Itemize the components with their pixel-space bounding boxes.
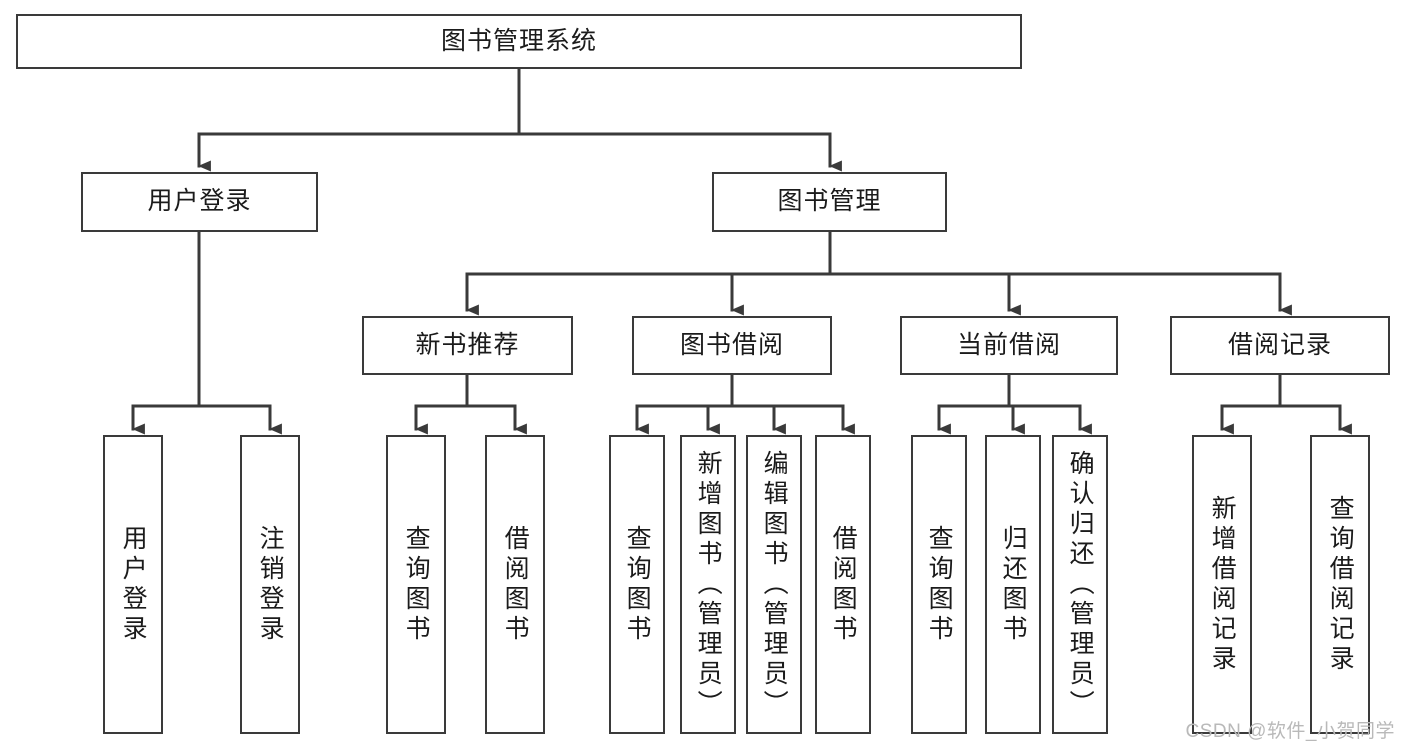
node-book-borrow[interactable]: 图书借阅 (632, 316, 832, 375)
node-leaf-edit-book-admin-label: 编辑图书（管理员） (760, 449, 789, 720)
edge-group-new-book-rec (414, 373, 527, 435)
edge-group-user-login (131, 230, 282, 435)
node-new-book-rec-label: 新书推荐 (415, 330, 520, 359)
node-leaf-query-borrow-record-label: 查询借阅记录 (1326, 494, 1355, 675)
node-leaf-add-borrow-record[interactable]: 新增借阅记录 (1192, 435, 1252, 734)
node-leaf-confirm-return-admin[interactable]: 确认归还（管理员） (1052, 435, 1108, 734)
node-leaf-borrow-book-rec[interactable]: 借阅图书 (485, 435, 545, 734)
node-leaf-query-borrow-record[interactable]: 查询借阅记录 (1310, 435, 1370, 734)
node-leaf-query-book-cur-label: 查询图书 (925, 524, 954, 645)
node-root-label: 图书管理系统 (440, 26, 597, 55)
edge-group-book-manage (465, 230, 1292, 316)
node-leaf-query-book-rec-label: 查询图书 (402, 524, 431, 645)
node-new-book-rec[interactable]: 新书推荐 (362, 316, 573, 375)
edge-group-book-borrow (635, 373, 855, 435)
node-leaf-add-book-admin-label: 新增图书（管理员） (694, 449, 723, 720)
node-leaf-borrow-book-label: 借阅图书 (829, 524, 858, 645)
node-borrow-record[interactable]: 借阅记录 (1170, 316, 1390, 375)
node-leaf-user-login[interactable]: 用户登录 (103, 435, 163, 734)
node-leaf-return-book-label: 归还图书 (999, 524, 1028, 645)
node-leaf-query-book-borrow-label: 查询图书 (623, 524, 652, 645)
node-leaf-add-borrow-record-label: 新增借阅记录 (1208, 494, 1237, 675)
node-current-borrow[interactable]: 当前借阅 (900, 316, 1118, 375)
node-user-login[interactable]: 用户登录 (81, 172, 318, 232)
node-leaf-add-book-admin[interactable]: 新增图书（管理员） (680, 435, 736, 734)
edge-group-root (197, 67, 842, 172)
node-leaf-query-book-rec[interactable]: 查询图书 (386, 435, 446, 734)
edge-group-current-borrow (937, 373, 1092, 435)
node-leaf-user-login-label: 用户登录 (119, 524, 148, 645)
node-leaf-edit-book-admin[interactable]: 编辑图书（管理员） (746, 435, 802, 734)
node-book-manage[interactable]: 图书管理 (712, 172, 947, 232)
node-leaf-return-book[interactable]: 归还图书 (985, 435, 1041, 734)
node-leaf-query-book-cur[interactable]: 查询图书 (911, 435, 967, 734)
node-root[interactable]: 图书管理系统 (16, 14, 1022, 69)
node-book-manage-label: 图书管理 (777, 187, 882, 216)
node-leaf-borrow-book-rec-label: 借阅图书 (501, 524, 530, 645)
node-leaf-user-logout-label: 注销登录 (256, 524, 285, 645)
edge-group-borrow-record (1220, 373, 1352, 435)
node-book-borrow-label: 图书借阅 (679, 330, 784, 359)
watermark-text: CSDN @软件_小贺同学 (1185, 721, 1395, 742)
node-user-login-label: 用户登录 (147, 187, 252, 216)
node-borrow-record-label: 借阅记录 (1227, 330, 1332, 359)
node-current-borrow-label: 当前借阅 (956, 330, 1061, 359)
node-leaf-query-book-borrow[interactable]: 查询图书 (609, 435, 665, 734)
node-leaf-confirm-return-admin-label: 确认归还（管理员） (1066, 449, 1095, 720)
node-leaf-user-logout[interactable]: 注销登录 (240, 435, 300, 734)
node-leaf-borrow-book[interactable]: 借阅图书 (815, 435, 871, 734)
